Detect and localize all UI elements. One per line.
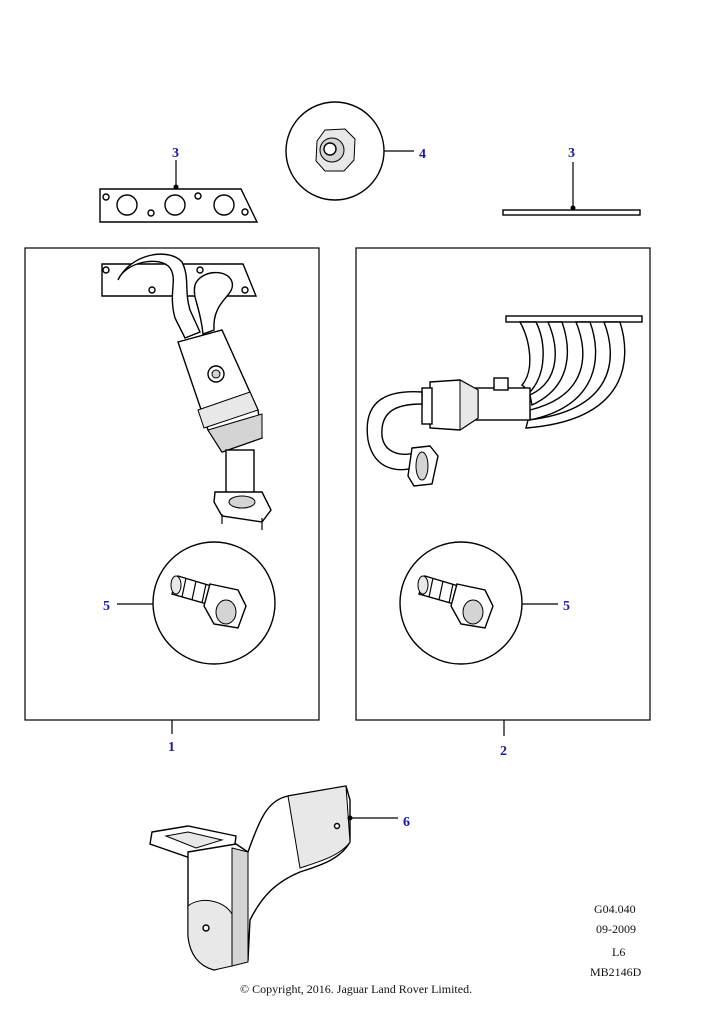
gasket-right-edge [502,162,641,216]
callout-assembly-2: 2 [500,744,507,759]
stud-detail-left [117,541,276,665]
callout-gasket-left: 3 [172,146,179,161]
stud-detail-right [399,541,558,665]
assembly-box-1 [24,247,320,721]
callout-nut: 4 [419,147,426,162]
nut-detail [285,101,414,201]
copyright: © Copyright, 2016. Jaguar Land Rover Lim… [240,982,472,996]
callout-heat-shield: 6 [403,815,410,830]
info-ref: G04.040 [594,902,636,916]
info-engine: L6 [612,945,625,959]
callout-assembly-1: 1 [168,740,175,755]
info-date: 09-2009 [596,922,636,936]
assembly-box-2 [355,247,651,721]
callout-stud-right: 5 [563,599,570,614]
info-drawing: MB2146D [590,965,642,979]
heat-shield [149,785,398,971]
gasket-left [99,160,259,223]
callout-gasket-right: 3 [568,146,575,161]
callout-stud-left: 5 [103,599,110,614]
manifold-catalyst-a [101,253,272,530]
manifold-catalyst-b [366,315,643,487]
